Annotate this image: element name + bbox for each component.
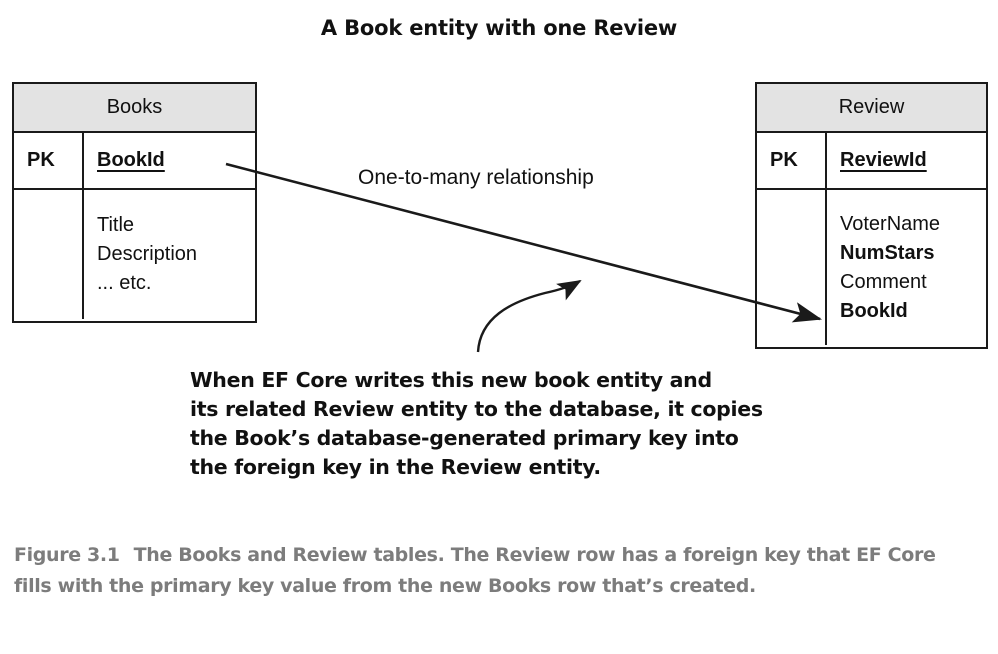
books-table-header: Books	[14, 84, 255, 133]
books-entity-table: Books PK BookId Title Description ... et…	[12, 82, 257, 323]
review-field: VoterName	[840, 212, 941, 235]
callout-note-line: the foreign key in the Review entity.	[190, 455, 601, 480]
relationship-label: One-to-many relationship	[358, 166, 594, 189]
review-entity-table: Review PK ReviewId VoterName NumStars Co…	[755, 82, 988, 349]
books-field: Title	[97, 214, 135, 236]
books-field: ... etc.	[97, 272, 152, 294]
review-pk-cell: ReviewId	[827, 133, 985, 188]
review-field-foreign-key: BookId	[840, 299, 908, 322]
books-primary-key-row: PK BookId	[14, 133, 255, 190]
books-fields-row: Title Description ... etc.	[14, 190, 255, 319]
review-pk-label: PK	[757, 133, 827, 188]
review-field: NumStars	[840, 241, 935, 264]
callout-note: When EF Core writes this new book entity…	[190, 366, 810, 482]
books-fields-cell: Title Description ... etc.	[84, 190, 254, 319]
books-empty-key-cell	[14, 190, 84, 319]
callout-note-line: When EF Core writes this new book entity…	[190, 368, 712, 392]
books-primary-key-name: BookId	[97, 149, 165, 171]
review-primary-key-row: PK ReviewId	[757, 133, 986, 190]
review-table-header: Review	[757, 84, 986, 133]
review-primary-key-name: ReviewId	[840, 149, 927, 171]
callout-pointer-arrow	[476, 279, 582, 353]
callout-note-line: its related Review entity to the databas…	[190, 397, 763, 422]
books-pk-cell: BookId	[84, 133, 254, 188]
books-field: Description	[97, 243, 198, 265]
callout-note-line: the Book’s database-generated primary ke…	[190, 426, 739, 451]
figure-caption-label: Figure 3.1	[14, 544, 120, 566]
figure-caption-text: The Books and Review tables. The Review …	[14, 544, 936, 597]
figure-title: A Book entity with one Review	[320, 16, 678, 40]
books-pk-label: PK	[14, 133, 84, 188]
review-fields-row: VoterName NumStars Comment BookId	[757, 190, 986, 345]
review-fields-cell: VoterName NumStars Comment BookId	[827, 190, 985, 345]
review-field: Comment	[840, 270, 927, 293]
review-empty-key-cell	[757, 190, 827, 345]
